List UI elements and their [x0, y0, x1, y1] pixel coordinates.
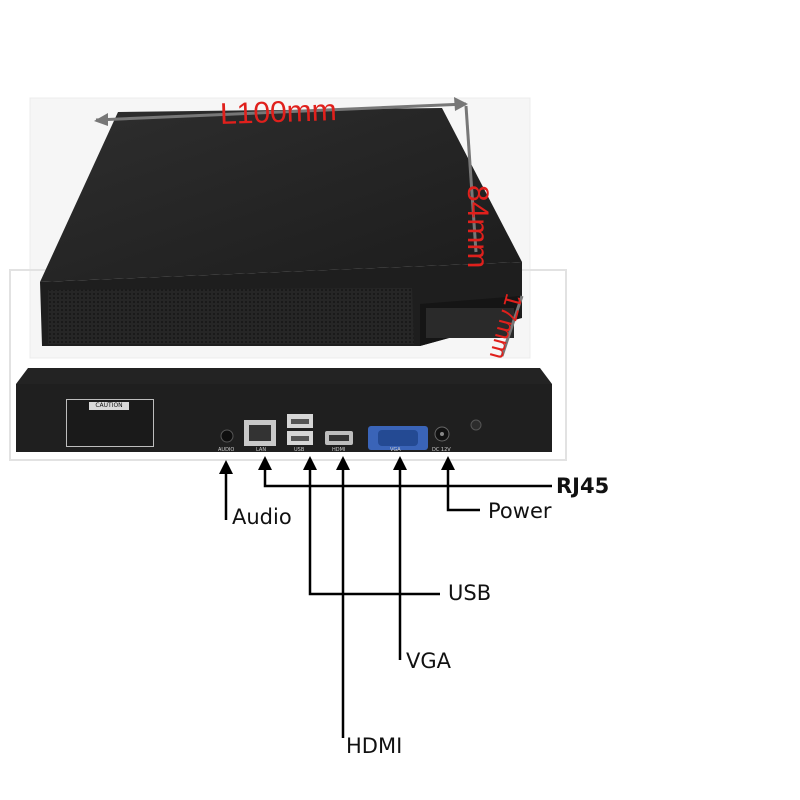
silk-vga: VGA — [390, 447, 401, 453]
vga-label: VGA — [406, 649, 452, 673]
dimension-height-line — [500, 295, 524, 357]
silk-hdmi: HDMI — [332, 447, 346, 453]
hdmi-label: HDMI — [346, 734, 403, 758]
length-label: L100mm — [219, 93, 338, 132]
silk-lan: LAN — [256, 447, 267, 453]
silk-dc: DC 12V — [432, 447, 451, 453]
silk-usb: USB — [294, 447, 305, 453]
callout-lines — [224, 468, 552, 738]
callout-power — [446, 468, 480, 512]
device-top-view — [40, 108, 522, 346]
rj45-label: RJ45 — [556, 474, 610, 498]
audio-jack — [220, 429, 234, 443]
side-port-panel — [426, 308, 514, 338]
power-label: Power — [488, 499, 552, 523]
device-lid — [40, 108, 522, 282]
dimension-width-line — [464, 105, 478, 253]
callout-usb — [308, 468, 440, 596]
width-label: 84mm — [461, 185, 494, 269]
usb-label: USB — [448, 581, 492, 605]
callout-arrowheads — [219, 456, 455, 474]
vent-grille — [48, 288, 414, 344]
audio-label: Audio — [232, 505, 292, 529]
caution-title: CAUTION — [89, 402, 129, 410]
callout-rj45 — [263, 468, 552, 488]
ground-screw — [470, 419, 482, 431]
dimension-length-line — [94, 97, 468, 126]
caution-sticker: CAUTION — [66, 399, 154, 447]
silk-audio: AUDIO — [218, 447, 235, 453]
